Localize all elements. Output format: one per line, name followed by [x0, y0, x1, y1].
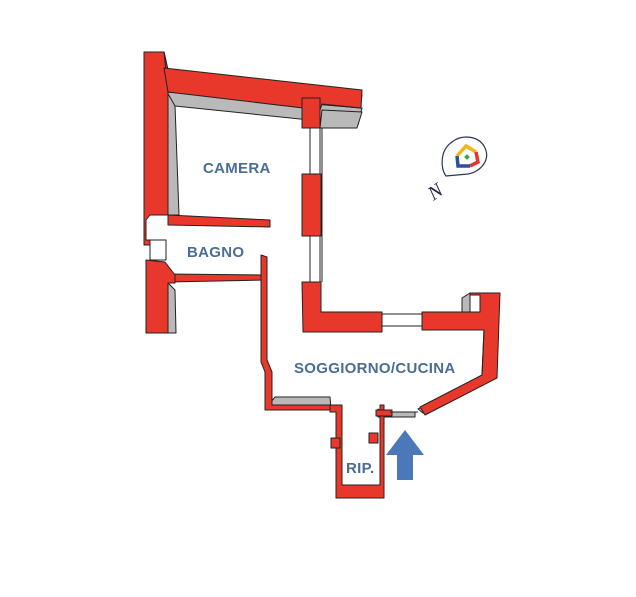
north-label: N: [423, 178, 449, 205]
entrance-arrow-icon: [386, 430, 424, 480]
location-pin-logo-icon: [441, 136, 488, 177]
room-label-soggiorno-cucina: SOGGIORNO/CUCINA: [294, 360, 456, 377]
room-label-camera: CAMERA: [203, 160, 271, 177]
room-label-ripostiglio: RIP.: [346, 460, 375, 477]
walls: [143, 51, 501, 499]
room-label-bagno: BAGNO: [187, 244, 245, 261]
openings: [149, 127, 481, 327]
wall-shadows: [166, 91, 481, 494]
inner-lines: [321, 128, 485, 413]
